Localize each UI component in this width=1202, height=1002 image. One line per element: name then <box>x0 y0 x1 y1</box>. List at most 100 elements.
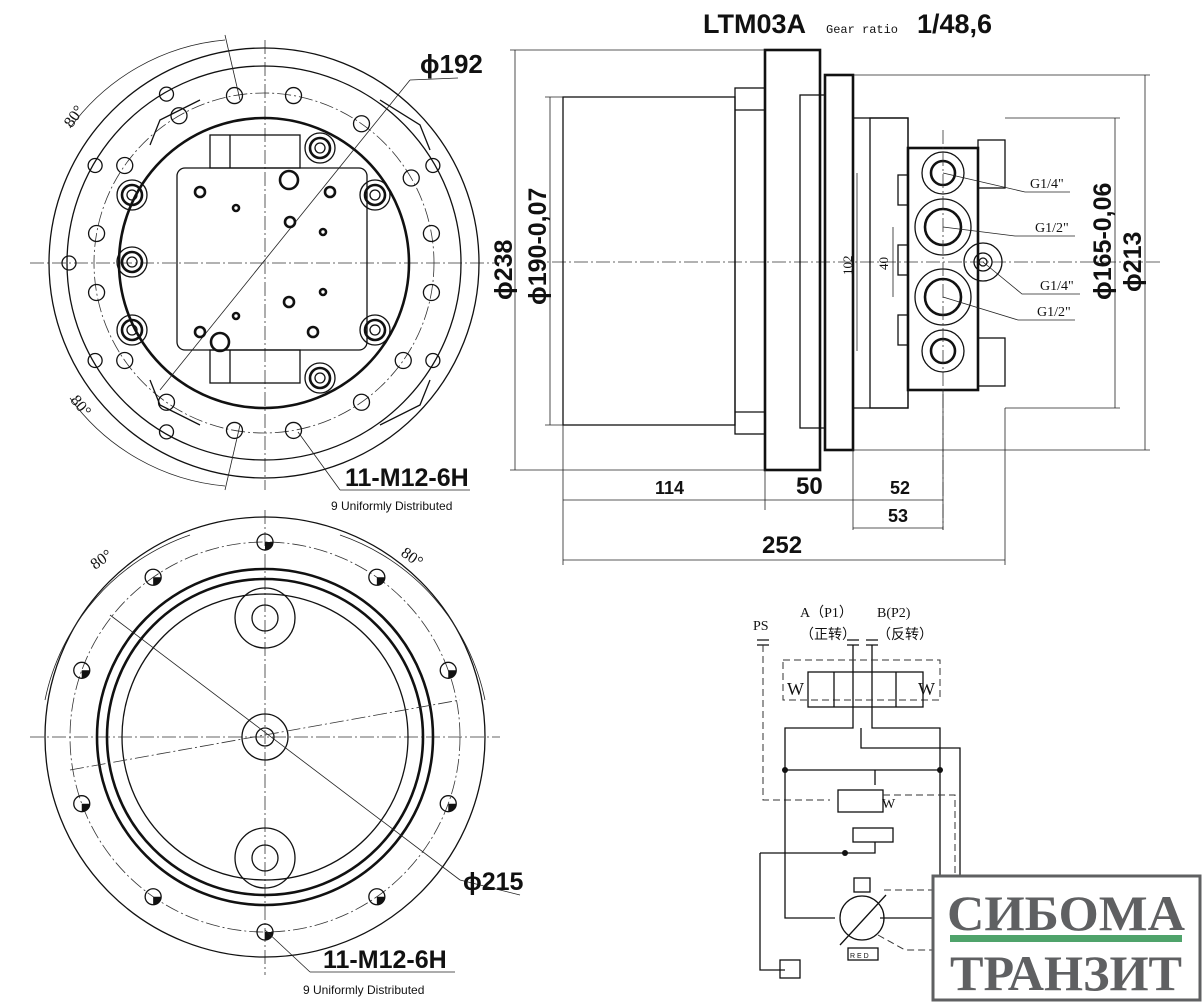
plate-hole <box>318 287 328 297</box>
plate-hole <box>306 325 320 339</box>
bolt-head <box>359 314 391 346</box>
hole-marker <box>376 896 385 905</box>
plate-hole <box>283 215 297 229</box>
port-b-sub-label: （反转） <box>877 627 933 643</box>
plate-hole <box>282 295 296 309</box>
bolt-head <box>359 179 391 211</box>
dim-102-label: 102 <box>840 256 855 276</box>
hole-marker <box>265 542 273 550</box>
length-50-label: 50 <box>796 473 823 500</box>
port-a-sub-label: （正转） <box>800 627 856 643</box>
port-label-1: G1/4" <box>1030 177 1064 192</box>
company-logo: СИБОМА ТРАНЗИТ <box>931 874 1202 1002</box>
bolt-hole <box>116 156 134 175</box>
spring-shuttle: W <box>882 797 896 812</box>
hole-marker <box>448 803 457 812</box>
outer-hole <box>87 352 103 369</box>
hole-marker <box>376 577 385 586</box>
bolt-socket <box>314 142 326 154</box>
ports <box>914 130 1003 530</box>
bolt-hole <box>225 86 244 105</box>
length-252-label: 252 <box>762 532 802 559</box>
bolt-washer <box>120 250 144 274</box>
outer-hole <box>87 157 103 174</box>
length-52-label: 52 <box>890 478 910 498</box>
hydraulic-schematic: PS A（P1） （正转） B(P2) （反转） W W W R E D <box>753 605 961 979</box>
ps-label: PS <box>753 619 769 634</box>
bolt-socket <box>126 256 138 268</box>
bolt-washer <box>308 366 332 390</box>
bolt-hole <box>284 86 303 105</box>
port-label-2: G1/2" <box>1035 221 1069 236</box>
hole-marker <box>81 670 90 679</box>
bolt-hole <box>394 351 412 370</box>
hole-marker <box>153 577 162 586</box>
logo-line-2: ТРАНЗИТ <box>950 945 1182 1001</box>
bolt-socket <box>369 189 381 201</box>
angle-label-right: 80° <box>398 544 426 571</box>
bolt-head <box>116 314 148 346</box>
angle-label-top: 80° <box>61 103 88 131</box>
side-view: G1/4" G1/2" G1/4" G1/2" 102 40 ϕ238 ϕ190… <box>490 48 1160 565</box>
bolt-washer <box>363 183 387 207</box>
bolt-washer <box>120 183 144 207</box>
bolt-hole <box>157 393 176 411</box>
bolt-holes <box>61 86 441 440</box>
port-a-label: A（P1） <box>800 605 853 621</box>
top-end-view: 80° 80° ϕ192 11-M12-6H 9 Uniformly Distr… <box>30 34 500 513</box>
hole-marker <box>448 670 457 679</box>
bolt-head <box>304 132 336 164</box>
thread-spec-label: 11-M12-6H <box>323 946 447 974</box>
spring-right: W <box>918 679 935 699</box>
bolt-head <box>304 362 336 394</box>
bolt-hole <box>170 107 188 125</box>
plate-hole <box>193 185 207 199</box>
plate-hole <box>231 311 241 321</box>
dim-40-label: 40 <box>876 257 891 270</box>
bolt-washer <box>308 136 332 160</box>
outer-hole <box>158 424 175 440</box>
red-label: R E D <box>850 953 869 960</box>
bolt-head <box>116 179 148 211</box>
outer-hole <box>61 255 77 271</box>
model-name: LTM03A <box>703 9 806 39</box>
bolt-socket <box>314 372 326 384</box>
plate-hole <box>278 169 300 191</box>
bolt-hole <box>402 169 420 187</box>
bolt-hole <box>352 115 371 133</box>
bolt-hole <box>225 421 244 440</box>
title-block: LTM03A Gear ratio 1/48,6 <box>703 9 992 39</box>
bolt-socket <box>369 324 381 336</box>
plate-hole <box>193 325 207 339</box>
thread-note: 9 Uniformly Distributed <box>303 983 424 997</box>
thread-note: 9 Uniformly Distributed <box>331 499 452 513</box>
outer-hole <box>158 86 175 102</box>
diameter-165-label: ϕ165-0,06 <box>1089 183 1117 300</box>
bolt-hole <box>352 393 371 411</box>
plate-hole <box>209 331 231 353</box>
angle-label-left: 80° <box>88 546 116 573</box>
plate-hole <box>323 185 337 199</box>
outer-hole <box>425 157 441 174</box>
bolt-hole <box>284 421 303 440</box>
port-b-label: B(P2) <box>877 606 911 621</box>
bolt-washer <box>363 318 387 342</box>
diameter-190-label: ϕ190-0,07 <box>524 188 552 305</box>
bolt-socket <box>126 324 138 336</box>
diameter-213-label: ϕ213 <box>1119 232 1147 292</box>
plate-hole <box>318 227 328 237</box>
plate-holes <box>193 169 337 353</box>
gear-ratio-value: 1/48,6 <box>917 9 992 39</box>
plate-hole <box>231 203 241 213</box>
port-label-4: G1/2" <box>1037 305 1071 320</box>
bolt-holes <box>73 533 457 941</box>
bolt-hole <box>87 283 106 302</box>
hole-marker <box>265 932 273 940</box>
diameter-238-label: ϕ238 <box>490 239 518 300</box>
outer-hole <box>425 352 441 369</box>
bolt-hole <box>422 283 441 302</box>
length-53-label: 53 <box>888 506 908 526</box>
bolt-socket <box>126 189 138 201</box>
hole-marker <box>153 896 162 905</box>
